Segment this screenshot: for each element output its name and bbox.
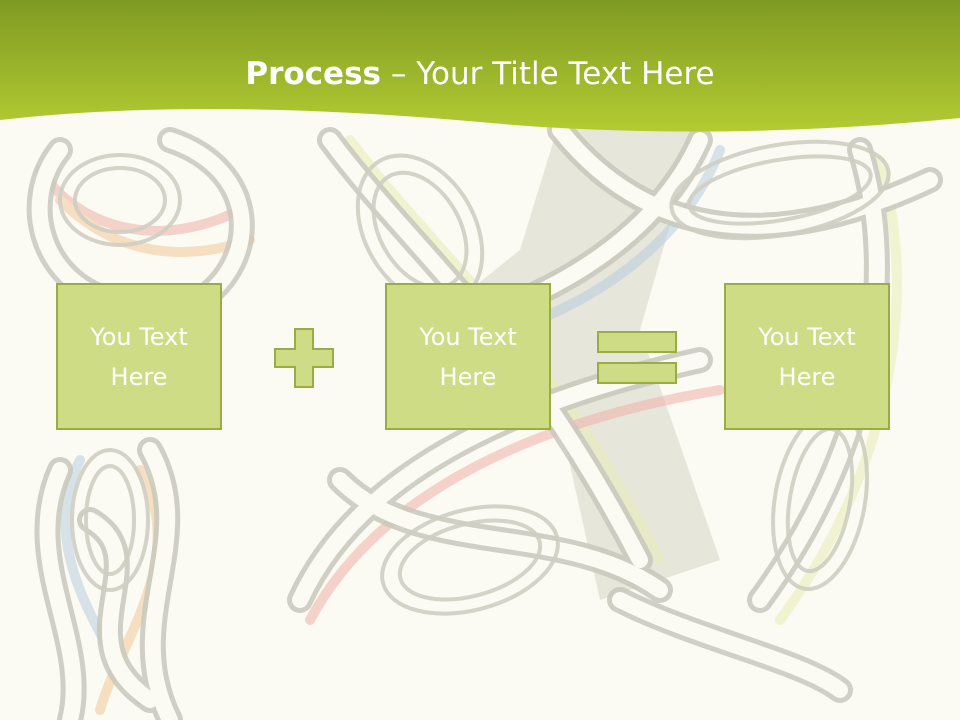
slide-title: Process – Your Title Text Here	[0, 52, 960, 96]
process-box-3[interactable]: You Text Here	[724, 283, 890, 430]
header-banner	[0, 0, 960, 132]
process-box-1[interactable]: You Text Here	[56, 283, 222, 430]
title-text: Your Title Text Here	[416, 56, 715, 92]
title-bold: Process	[245, 56, 381, 92]
equals-icon	[597, 331, 677, 384]
process-box-2[interactable]: You Text Here	[385, 283, 551, 430]
process-box-2-label: You Text Here	[419, 322, 517, 391]
plus-icon	[274, 328, 334, 388]
process-box-1-label: You Text Here	[90, 322, 188, 391]
process-box-3-label: You Text Here	[758, 322, 856, 391]
title-separator: –	[381, 56, 417, 92]
